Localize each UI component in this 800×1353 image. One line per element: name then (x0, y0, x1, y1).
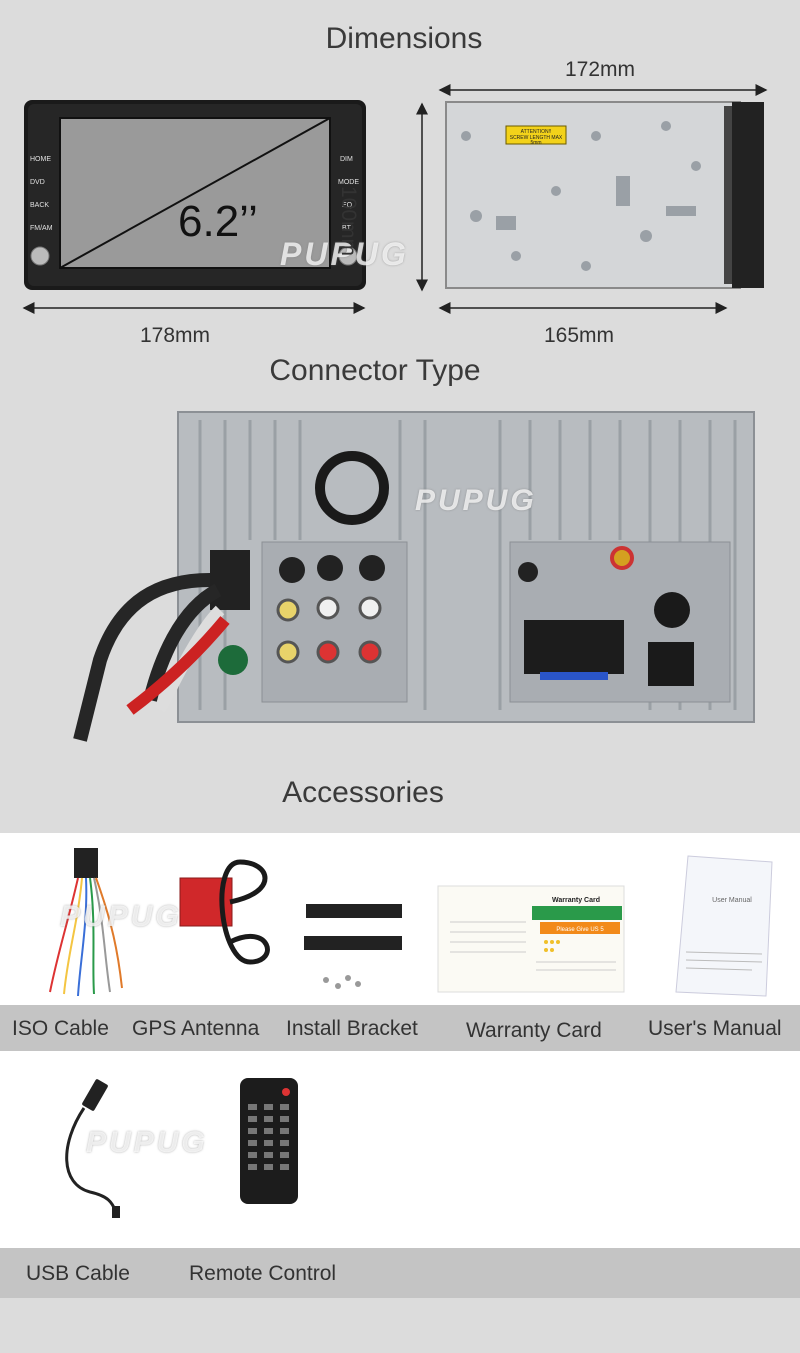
front-btn-right-0: DIM (340, 156, 353, 163)
remote-control-image (240, 1078, 298, 1204)
dimension-arrows (22, 84, 768, 314)
install-bracket-label: Install Bracket (286, 1017, 418, 1040)
iso-cable-image (49, 848, 123, 997)
warranty-card-badge: Please Give US 5 (556, 927, 604, 933)
warranty-card-image: Warranty Card Please Give US 5 (437, 885, 625, 993)
warranty-card-label: Warranty Card (466, 1019, 602, 1042)
user-manual-image: User Manual (675, 855, 773, 997)
front-width-label: 178mm (140, 324, 211, 347)
front-btn-right-3: BT (342, 225, 352, 232)
gps-antenna-label: GPS Antenna (132, 1017, 260, 1040)
install-bracket-image (304, 904, 402, 989)
front-btn-left-1: DVD (30, 179, 45, 186)
accessories-row1-label-band (0, 1005, 800, 1051)
top-width-label: 172mm (565, 58, 636, 81)
front-panel-image: HOME DVD BACK FM/AM DIM MODE EQ BT 6.2’’ (24, 100, 366, 290)
watermark-1: PUPUG (280, 236, 409, 272)
front-btn-left-2: BACK (30, 202, 49, 209)
warranty-card-title: Warranty Card (552, 897, 600, 904)
attention-line-2: 5mm (530, 140, 541, 146)
front-btn-left-3: FM/AM (30, 225, 53, 232)
watermark-2: PUPUG (415, 484, 537, 517)
accessories-row2-panel (0, 1051, 800, 1248)
front-btn-right-1: MODE (338, 179, 359, 186)
accessories-heading: Accessories (282, 776, 444, 809)
usb-cable-image (65, 1079, 120, 1218)
front-btn-right-2: EQ (342, 202, 353, 209)
depth-label: 165mm (544, 324, 615, 347)
gps-antenna-image (179, 859, 270, 965)
front-btn-left-0: HOME (30, 156, 51, 163)
dimensions-heading: Dimensions (325, 22, 483, 55)
iso-cable-label: ISO Cable (12, 1017, 109, 1040)
user-manual-title: User Manual (712, 897, 752, 904)
usb-cable-label: USB Cable (26, 1262, 130, 1285)
remote-control-label: Remote Control (189, 1262, 337, 1285)
side-chassis-image: ATTENTION!! SCREW LENGTH MAX 5mm (445, 101, 764, 289)
attention-line-0: ATTENTION!! (521, 129, 552, 135)
watermark-4: PUPUG (86, 1126, 208, 1159)
height-label: 100mm (337, 186, 360, 257)
connector-back-panel-image (73, 411, 755, 742)
screen-size-label: 6.2’’ (178, 197, 258, 246)
connector-heading: Connector Type (269, 354, 481, 387)
attention-line-1: SCREW LENGTH MAX (510, 135, 563, 141)
users-manual-label: User's Manual (648, 1017, 782, 1040)
accessories-row1-panel (0, 833, 800, 1005)
watermark-3: PUPUG (60, 900, 182, 933)
accessories-row2-label-band (0, 1248, 800, 1298)
